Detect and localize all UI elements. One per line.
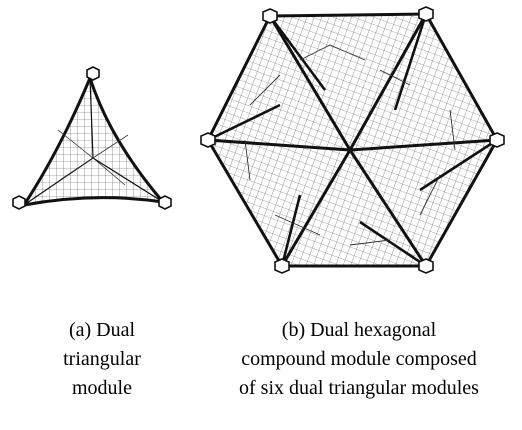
joint-node [262,8,278,24]
caption-b: (b) Dual hexagonal compound module compo… [196,316,522,403]
caption-b-line-3: of six dual triangular modules [239,377,479,399]
joint-node [158,195,172,210]
caption-a-line-1: (a) Dual [68,319,136,341]
dual-triangular-module [12,66,172,210]
joint-node [200,132,216,148]
joint-node [274,258,290,274]
caption-b-line-1: (b) Dual hexagonal [281,319,437,341]
caption-b-line-2: compound module composed [241,348,477,370]
caption-a: (a) Dual triangular module [22,316,182,403]
caption-a-line-3: module [72,377,132,399]
dual-hexagonal-compound-module [200,6,505,274]
joint-node [86,66,100,81]
caption-a-line-2: triangular [63,348,141,370]
joint-node [489,132,505,148]
joint-node [418,6,434,22]
joint-node [418,258,434,274]
joint-node [12,195,26,210]
